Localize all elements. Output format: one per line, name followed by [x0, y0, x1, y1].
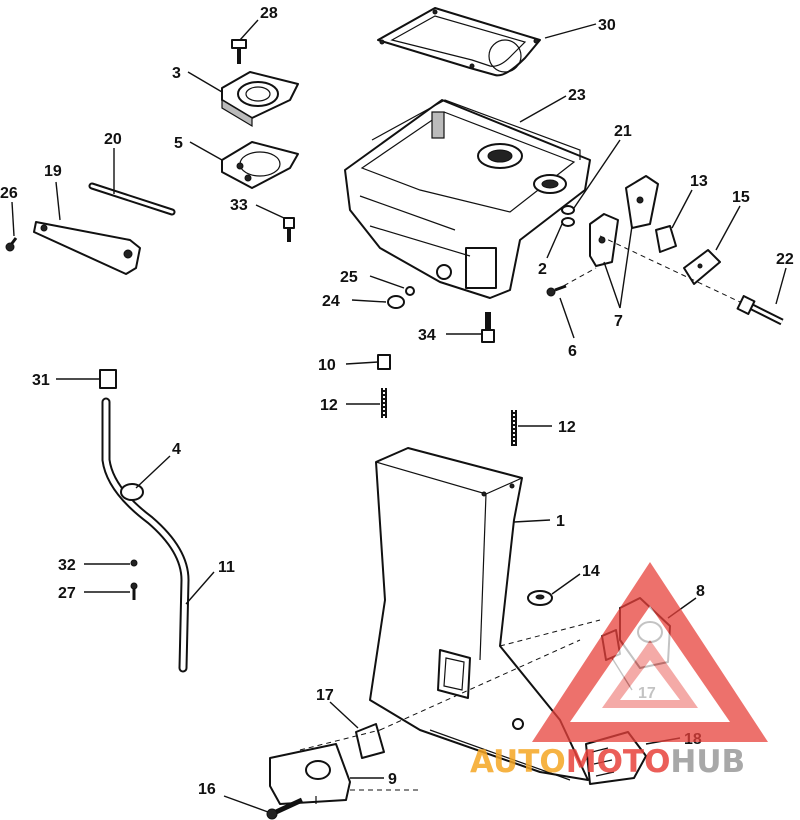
- callout-32: 32: [58, 557, 76, 574]
- part-1-exhaust-housing: [369, 447, 589, 781]
- callout-22: 22: [776, 251, 794, 268]
- watermark-triangle-core: [620, 660, 680, 700]
- part-15-plate: [683, 249, 721, 285]
- callout-12-right: 12: [558, 419, 576, 436]
- part-20-rod: [88, 182, 176, 216]
- part-7-mounts: [589, 175, 659, 267]
- callout-10: 10: [318, 357, 336, 374]
- callout-33: 33: [230, 197, 248, 214]
- part-6-screw: [546, 284, 567, 297]
- callout-25: 25: [340, 269, 358, 286]
- callout-15: 15: [732, 189, 750, 206]
- callout-24: 24: [322, 293, 340, 310]
- callout-26: 26: [0, 185, 18, 202]
- leader-lines: [11, 19, 787, 813]
- callout-23: 23: [568, 87, 586, 104]
- callout-11: 11: [218, 559, 235, 576]
- callout-19: 19: [44, 163, 62, 180]
- part-31-cap: [99, 369, 117, 389]
- callout-34: 34: [418, 327, 436, 344]
- part-32-clip: [130, 559, 138, 567]
- part-23-adapter-housing: [344, 99, 591, 299]
- part-16-bolt: [266, 797, 304, 820]
- part-4-grommet: [120, 483, 144, 501]
- part-26-screw: [5, 237, 18, 252]
- watermark-logo: [532, 562, 768, 742]
- callout-1: 1: [556, 513, 565, 530]
- part-14-grommet: [527, 590, 553, 606]
- callout-3: 3: [172, 65, 181, 82]
- watermark-text-moto: MOTO: [566, 744, 671, 780]
- part-28-screw: [231, 39, 247, 64]
- part-17-pad-left: [355, 723, 385, 759]
- callout-7: 7: [614, 313, 623, 330]
- callout-9: 9: [388, 771, 397, 788]
- part-9-clamp: [269, 743, 351, 805]
- part-11-water-tube: [101, 397, 190, 673]
- part-25-oring: [405, 286, 415, 296]
- callout-13: 13: [690, 173, 708, 190]
- callout-5: 5: [174, 135, 183, 152]
- part-22-bolt: [736, 295, 784, 326]
- callout-31: 31: [32, 372, 50, 389]
- callout-27: 27: [58, 585, 76, 602]
- callout-12-left: 12: [320, 397, 338, 414]
- callout-21: 21: [614, 123, 632, 140]
- part-10-bushing: [377, 354, 391, 370]
- callout-14: 14: [582, 563, 600, 580]
- part-24-plug: [387, 295, 405, 309]
- part-5-gasket: [221, 141, 299, 189]
- part-21-nut: [561, 205, 575, 227]
- callout-6: 6: [568, 343, 577, 360]
- callout-16: 16: [198, 781, 216, 798]
- callout-2: 2: [538, 261, 547, 278]
- callout-17-left: 17: [316, 687, 334, 704]
- callout-28: 28: [260, 5, 278, 22]
- callout-8: 8: [696, 583, 705, 600]
- part-27-screw: [130, 582, 138, 600]
- part-30-gasket: [377, 7, 541, 77]
- part-33-bolt: [283, 217, 295, 242]
- watermark-text: AUTOMOTOHUB: [470, 744, 745, 780]
- part-3-cover: [221, 71, 299, 128]
- callout-20: 20: [104, 131, 122, 148]
- watermark-text-auto: AUTO: [470, 744, 566, 780]
- part-19-bracket: [33, 221, 141, 275]
- part-34-bolt: [481, 312, 495, 343]
- watermark-text-hub: HUB: [670, 744, 745, 780]
- callout-4: 4: [172, 441, 181, 458]
- part-13-pad: [655, 225, 677, 253]
- callout-30: 30: [598, 17, 616, 34]
